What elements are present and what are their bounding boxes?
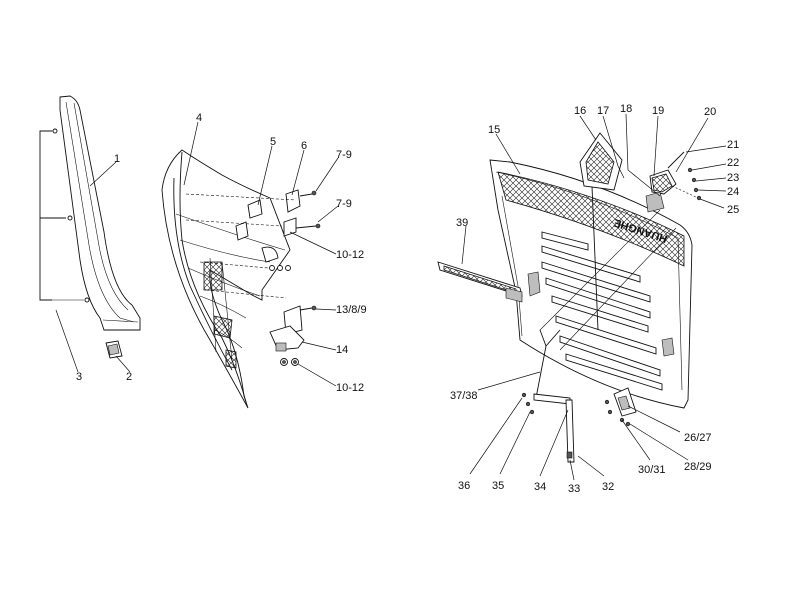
prop-rod-part-37: [535, 329, 561, 399]
screw-set-21-24: [671, 167, 702, 201]
bracket-part-3: [39, 130, 52, 301]
callout-7-9-a: 7-9: [336, 149, 352, 161]
callout-39: 39: [456, 217, 468, 229]
callout-37-38: 37/38: [450, 390, 478, 402]
callout-labels: 1 2 3 4 5 6 7-9 7-9 10-12 13/8/9 14 10-1…: [76, 103, 739, 495]
callout-28-29: 28/29: [684, 461, 712, 473]
callout-19: 19: [652, 105, 664, 117]
callout-33: 33: [568, 483, 580, 495]
leader-lines: [55, 113, 727, 481]
callout-21: 21: [727, 139, 739, 151]
callout-15: 15: [488, 124, 500, 136]
callout-4: 4: [196, 112, 202, 124]
bolt-set-7-9: [295, 190, 321, 311]
callout-10-12-b: 10-12: [336, 382, 364, 394]
panel-assembly: [161, 149, 321, 409]
callout-17: 17: [597, 105, 609, 117]
hinge-part-6: [285, 189, 301, 213]
callout-18: 18: [620, 103, 632, 115]
callout-1: 1: [114, 153, 120, 165]
callout-2: 2: [126, 371, 132, 383]
callout-20: 20: [704, 106, 716, 118]
callout-24: 24: [727, 186, 739, 198]
callout-36: 36: [458, 480, 470, 492]
callout-22: 22: [727, 157, 739, 169]
callout-7-9-b: 7-9: [336, 198, 352, 210]
pillar-trim-part-1: [59, 95, 141, 331]
bracket-part-5: [247, 199, 263, 219]
callout-13-8-9: 13/8/9: [336, 304, 367, 316]
callout-6: 6: [301, 140, 307, 152]
callout-25: 25: [727, 204, 739, 216]
pillar-trim-assembly: [39, 95, 141, 359]
callout-10-12-a: 10-12: [336, 249, 364, 261]
callout-3: 3: [76, 371, 82, 383]
callout-34: 34: [534, 481, 546, 493]
callout-32: 32: [602, 481, 614, 493]
panel-part-4: [161, 149, 291, 409]
callout-30-31: 30/31: [638, 464, 666, 476]
fastener-set-10-12: [269, 265, 299, 366]
callout-35: 35: [492, 480, 504, 492]
callout-16: 16: [574, 105, 586, 117]
callout-26-27: 26/27: [684, 432, 712, 444]
clip-part-2: [105, 340, 123, 359]
screw-set-35-36: [521, 392, 535, 415]
callout-23: 23: [727, 172, 739, 184]
callout-14: 14: [336, 344, 348, 356]
hinge-bar-part-34: [565, 399, 575, 463]
grille-assembly: HUANGHE: [437, 132, 702, 463]
callout-5: 5: [270, 136, 276, 148]
